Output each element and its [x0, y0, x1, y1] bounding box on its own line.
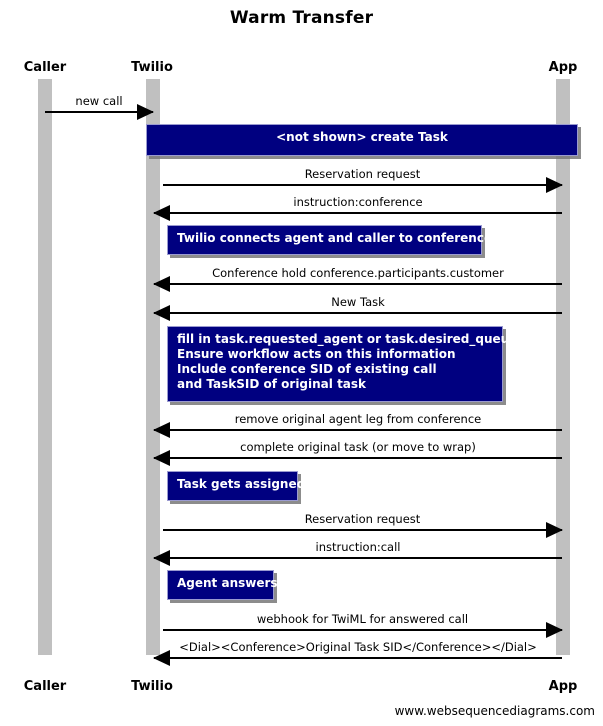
message-line [154, 657, 562, 659]
message-label: webhook for TwiML for answered call [256, 612, 469, 626]
message-line [154, 312, 562, 314]
arrowhead-left-icon [153, 205, 170, 221]
note-agent-answers: Agent answers [167, 570, 278, 600]
lifeline-app [556, 79, 570, 655]
message-line [163, 529, 562, 531]
message-line [154, 457, 562, 459]
message-label: <Dial><Conference>Original Task SID</Con… [179, 640, 537, 654]
message-line [45, 111, 153, 113]
note-line: Task gets assigned [177, 477, 306, 491]
message-line [154, 212, 562, 214]
lifeline-twilio [146, 79, 160, 655]
note-line: Include conference SID of existing call [177, 362, 437, 376]
page-title: Warm Transfer [229, 8, 374, 28]
arrowhead-left-icon [153, 550, 170, 566]
participant-label-caller-bottom: Caller [23, 679, 67, 694]
message-label: New Task [331, 295, 385, 309]
message-line [154, 283, 562, 285]
message-line [154, 429, 562, 431]
message-label: instruction:conference [293, 195, 423, 209]
lifeline-caller [38, 79, 52, 655]
participant-label-twilio-bottom: Twilio [131, 679, 173, 694]
message-label: complete original task (or move to wrap) [240, 440, 476, 454]
arrowhead-right-icon [546, 177, 563, 193]
note-line: <not shown> create Task [276, 130, 448, 144]
message-label: new call [75, 94, 123, 108]
arrowhead-left-icon [153, 305, 170, 321]
message-label: instruction:call [315, 540, 401, 554]
note-task-gets-assigned: Task gets assigned [167, 471, 306, 501]
message-label: remove original agent leg from conferenc… [234, 412, 482, 426]
note-line: and TaskSID of original task [177, 377, 367, 391]
note-line: Agent answers [177, 576, 278, 590]
message-line [163, 184, 562, 186]
note-not-shown-create-task: <not shown> create Task [146, 124, 578, 156]
arrowhead-left-icon [153, 422, 170, 438]
participant-label-app-bottom: App [548, 679, 578, 694]
arrowhead-right-icon [546, 622, 563, 638]
footer-attribution: www.websequencediagrams.com [394, 704, 595, 718]
message-label: Reservation request [304, 167, 421, 181]
participant-label-app-top: App [548, 60, 578, 75]
arrowhead-right-icon [137, 104, 154, 120]
participant-label-twilio-top: Twilio [131, 60, 173, 75]
message-line [154, 557, 562, 559]
arrowhead-left-icon [153, 450, 170, 466]
note-twilio-connects-agent: Twilio connects agent and caller to conf… [167, 225, 493, 255]
note-line: Twilio connects agent and caller to conf… [177, 231, 493, 245]
message-label: Reservation request [304, 512, 421, 526]
note-line: fill in task.requested_agent or task.des… [177, 332, 522, 346]
arrowhead-left-icon [153, 650, 170, 666]
note-task-attributes: fill in task.requested_agent or task.des… [167, 326, 522, 402]
note-line: Ensure workflow acts on this information [177, 347, 456, 361]
message-label: Conference hold conference.participants.… [212, 266, 504, 280]
participant-label-caller-top: Caller [23, 60, 67, 75]
arrowhead-left-icon [153, 276, 170, 292]
arrowhead-right-icon [546, 522, 563, 538]
message-line [163, 629, 562, 631]
